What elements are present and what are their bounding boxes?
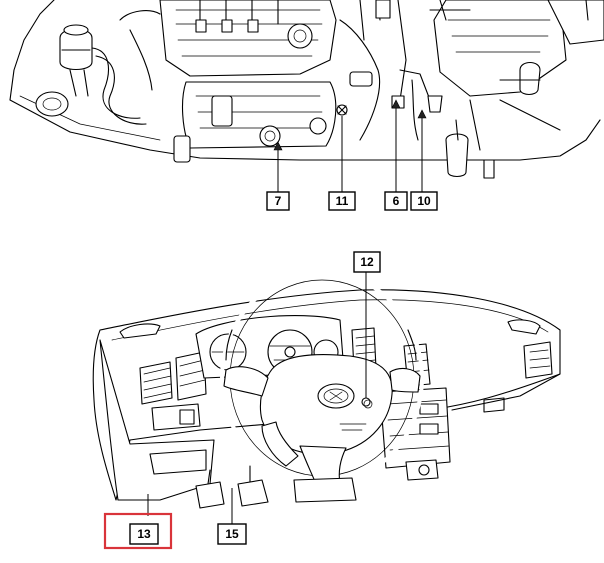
steering-wheel	[220, 270, 424, 503]
svg-text:13: 13	[137, 527, 151, 541]
callout-13: 13	[103, 512, 173, 550]
highlight-frame	[103, 512, 173, 550]
callout-10: 10	[410, 191, 438, 211]
engine-leaders	[273, 99, 427, 192]
callout-11: 11	[328, 191, 356, 211]
callout-12: 12	[353, 251, 381, 273]
callout-15: 15	[217, 523, 247, 545]
svg-text:11: 11	[336, 194, 349, 208]
svg-text:6: 6	[393, 194, 400, 208]
callout-7: 7	[266, 191, 290, 211]
svg-text:12: 12	[360, 255, 374, 269]
callout-6: 6	[384, 191, 408, 211]
svg-text:15: 15	[225, 527, 239, 541]
dashboard-leaders	[147, 272, 371, 524]
svg-text:10: 10	[417, 194, 431, 208]
svg-text:7: 7	[275, 194, 282, 208]
engine-bay-illustration	[9, 0, 604, 179]
